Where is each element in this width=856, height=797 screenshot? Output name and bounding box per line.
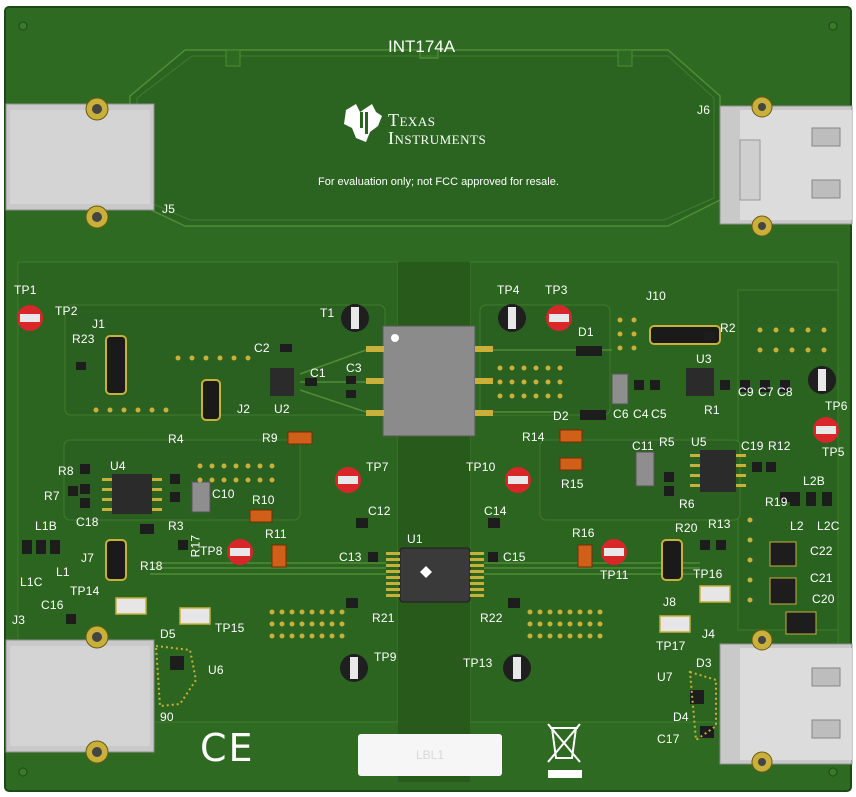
label-j7: J7 bbox=[81, 551, 95, 565]
label-c3: C3 bbox=[346, 361, 362, 375]
label-d4: D4 bbox=[673, 710, 689, 724]
label-j8: J8 bbox=[663, 595, 677, 609]
label-tp14: TP14 bbox=[70, 584, 100, 598]
label-r3: R3 bbox=[168, 519, 184, 533]
label-j4: J4 bbox=[702, 627, 716, 641]
label-l1: L1 bbox=[56, 565, 70, 579]
board-title: INT174A bbox=[388, 37, 456, 56]
label-r13: R13 bbox=[708, 517, 731, 531]
label-c12: C12 bbox=[368, 504, 391, 518]
label-l2b: L2B bbox=[803, 474, 825, 488]
label-d1: D1 bbox=[578, 325, 594, 339]
label-j2: J2 bbox=[237, 402, 251, 416]
label-c13: C13 bbox=[339, 550, 362, 564]
label-c16: C16 bbox=[41, 598, 64, 612]
label-c10: C10 bbox=[212, 487, 235, 501]
label-tp17: TP17 bbox=[656, 639, 686, 653]
label-r20: R20 bbox=[675, 521, 698, 535]
label-tp7: TP7 bbox=[366, 460, 389, 474]
label-u7: U7 bbox=[657, 670, 673, 684]
label-l1c: L1C bbox=[20, 575, 43, 589]
label-c11: C11 bbox=[632, 439, 654, 453]
label-c17: C17 bbox=[657, 732, 680, 746]
label-area-text: LBL1 bbox=[416, 748, 445, 762]
label-u3: U3 bbox=[696, 352, 712, 366]
label-j1: J1 bbox=[92, 317, 106, 331]
label-tp11: TP11 bbox=[600, 568, 629, 582]
label-c14: C14 bbox=[484, 504, 507, 518]
label-tp5: TP5 bbox=[822, 445, 845, 459]
label-c5: C5 bbox=[651, 407, 667, 421]
label-j10: J10 bbox=[646, 289, 666, 303]
label-r5: R5 bbox=[659, 435, 675, 449]
label-t1: T1 bbox=[320, 306, 335, 320]
label-tp2: TP2 bbox=[55, 304, 78, 318]
label-c15: C15 bbox=[503, 550, 526, 564]
label-r18: R18 bbox=[140, 559, 163, 573]
label-r12: R12 bbox=[768, 439, 791, 453]
label-r4: R4 bbox=[168, 432, 184, 446]
label-r10: R10 bbox=[252, 493, 275, 507]
label-u5: U5 bbox=[691, 435, 707, 449]
label-r6: R6 bbox=[679, 497, 695, 511]
label-j6: J6 bbox=[697, 103, 711, 117]
label-r11: R11 bbox=[265, 527, 287, 541]
label-l1b: L1B bbox=[35, 519, 57, 533]
label-r21: R21 bbox=[372, 611, 395, 625]
label-area: LBL1 bbox=[358, 734, 502, 776]
label-l2c: L2C bbox=[817, 519, 840, 533]
label-d6: 90 bbox=[160, 710, 174, 724]
label-d2: D2 bbox=[553, 409, 569, 423]
label-r23: R23 bbox=[72, 332, 95, 346]
label-u6: U6 bbox=[208, 663, 224, 677]
label-c7: C7 bbox=[758, 385, 774, 399]
label-tp9: TP9 bbox=[374, 650, 397, 664]
label-tp3: TP3 bbox=[545, 283, 568, 297]
label-tp13: TP13 bbox=[463, 656, 493, 670]
label-c18: C18 bbox=[76, 515, 99, 529]
label-r7: R7 bbox=[44, 489, 60, 503]
label-r8: R8 bbox=[58, 464, 74, 478]
fcc-disclaimer: For evaluation only; not FCC approved fo… bbox=[318, 176, 559, 188]
label-tp15: TP15 bbox=[215, 621, 245, 635]
label-c9: C9 bbox=[738, 385, 754, 399]
label-c4: C4 bbox=[633, 407, 649, 421]
label-r15: R15 bbox=[561, 477, 584, 491]
label-tp8: TP8 bbox=[200, 544, 223, 558]
label-r22: R22 bbox=[480, 611, 503, 625]
label-d5: D5 bbox=[160, 627, 176, 641]
label-r19: R19 bbox=[765, 495, 788, 509]
label-c21: C21 bbox=[810, 571, 833, 585]
label-j5: J5 bbox=[162, 202, 176, 216]
label-tp4: TP4 bbox=[497, 283, 520, 297]
label-c19: C19 bbox=[741, 439, 764, 453]
label-c2: C2 bbox=[254, 341, 270, 355]
label-r1: R1 bbox=[704, 403, 720, 417]
ti-brand-line1: Texas bbox=[388, 110, 436, 130]
label-tp10: TP10 bbox=[466, 460, 496, 474]
label-r9: R9 bbox=[262, 431, 278, 445]
label-d3: D3 bbox=[696, 656, 712, 670]
label-c22: C22 bbox=[810, 544, 833, 558]
label-tp6: TP6 bbox=[825, 399, 848, 413]
label-l2: L2 bbox=[790, 519, 804, 533]
label-j3: J3 bbox=[12, 613, 26, 627]
label-tp1: TP1 bbox=[14, 283, 37, 297]
label-r14: R14 bbox=[522, 430, 545, 444]
label-r16: R16 bbox=[572, 526, 595, 540]
label-c20: C20 bbox=[812, 592, 835, 606]
label-u2: U2 bbox=[274, 402, 290, 416]
label-r2: R2 bbox=[720, 321, 736, 335]
label-u1: U1 bbox=[407, 532, 423, 546]
ti-brand-line2: Instruments bbox=[388, 128, 487, 148]
label-c1: C1 bbox=[310, 366, 326, 380]
ce-mark: CE bbox=[200, 726, 255, 770]
label-u4: U4 bbox=[110, 459, 126, 473]
label-c8: C8 bbox=[777, 385, 793, 399]
label-tp16: TP16 bbox=[693, 567, 723, 581]
label-c6: C6 bbox=[613, 407, 629, 421]
